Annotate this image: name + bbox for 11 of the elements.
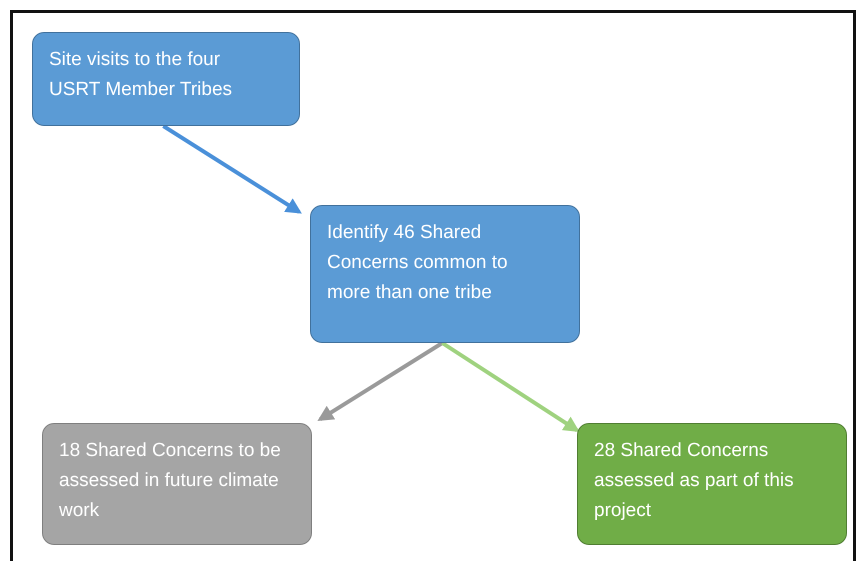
process-box [310,205,580,343]
process-box [42,423,312,545]
box-text: 28 Shared Concerns assessed as part of this project [594,439,795,523]
arrow [317,341,444,422]
box-text: 18 Shared Concerns to be assessed in future climate work [59,439,281,523]
process-box [32,32,300,126]
box-text: Site visits to the four USRT Member Tribes [49,48,234,102]
box-text: Identify 46 Shared Concerns common to more than one tribe [327,221,509,305]
arrow [162,124,302,214]
process-box [577,423,847,545]
arrow [441,341,580,432]
